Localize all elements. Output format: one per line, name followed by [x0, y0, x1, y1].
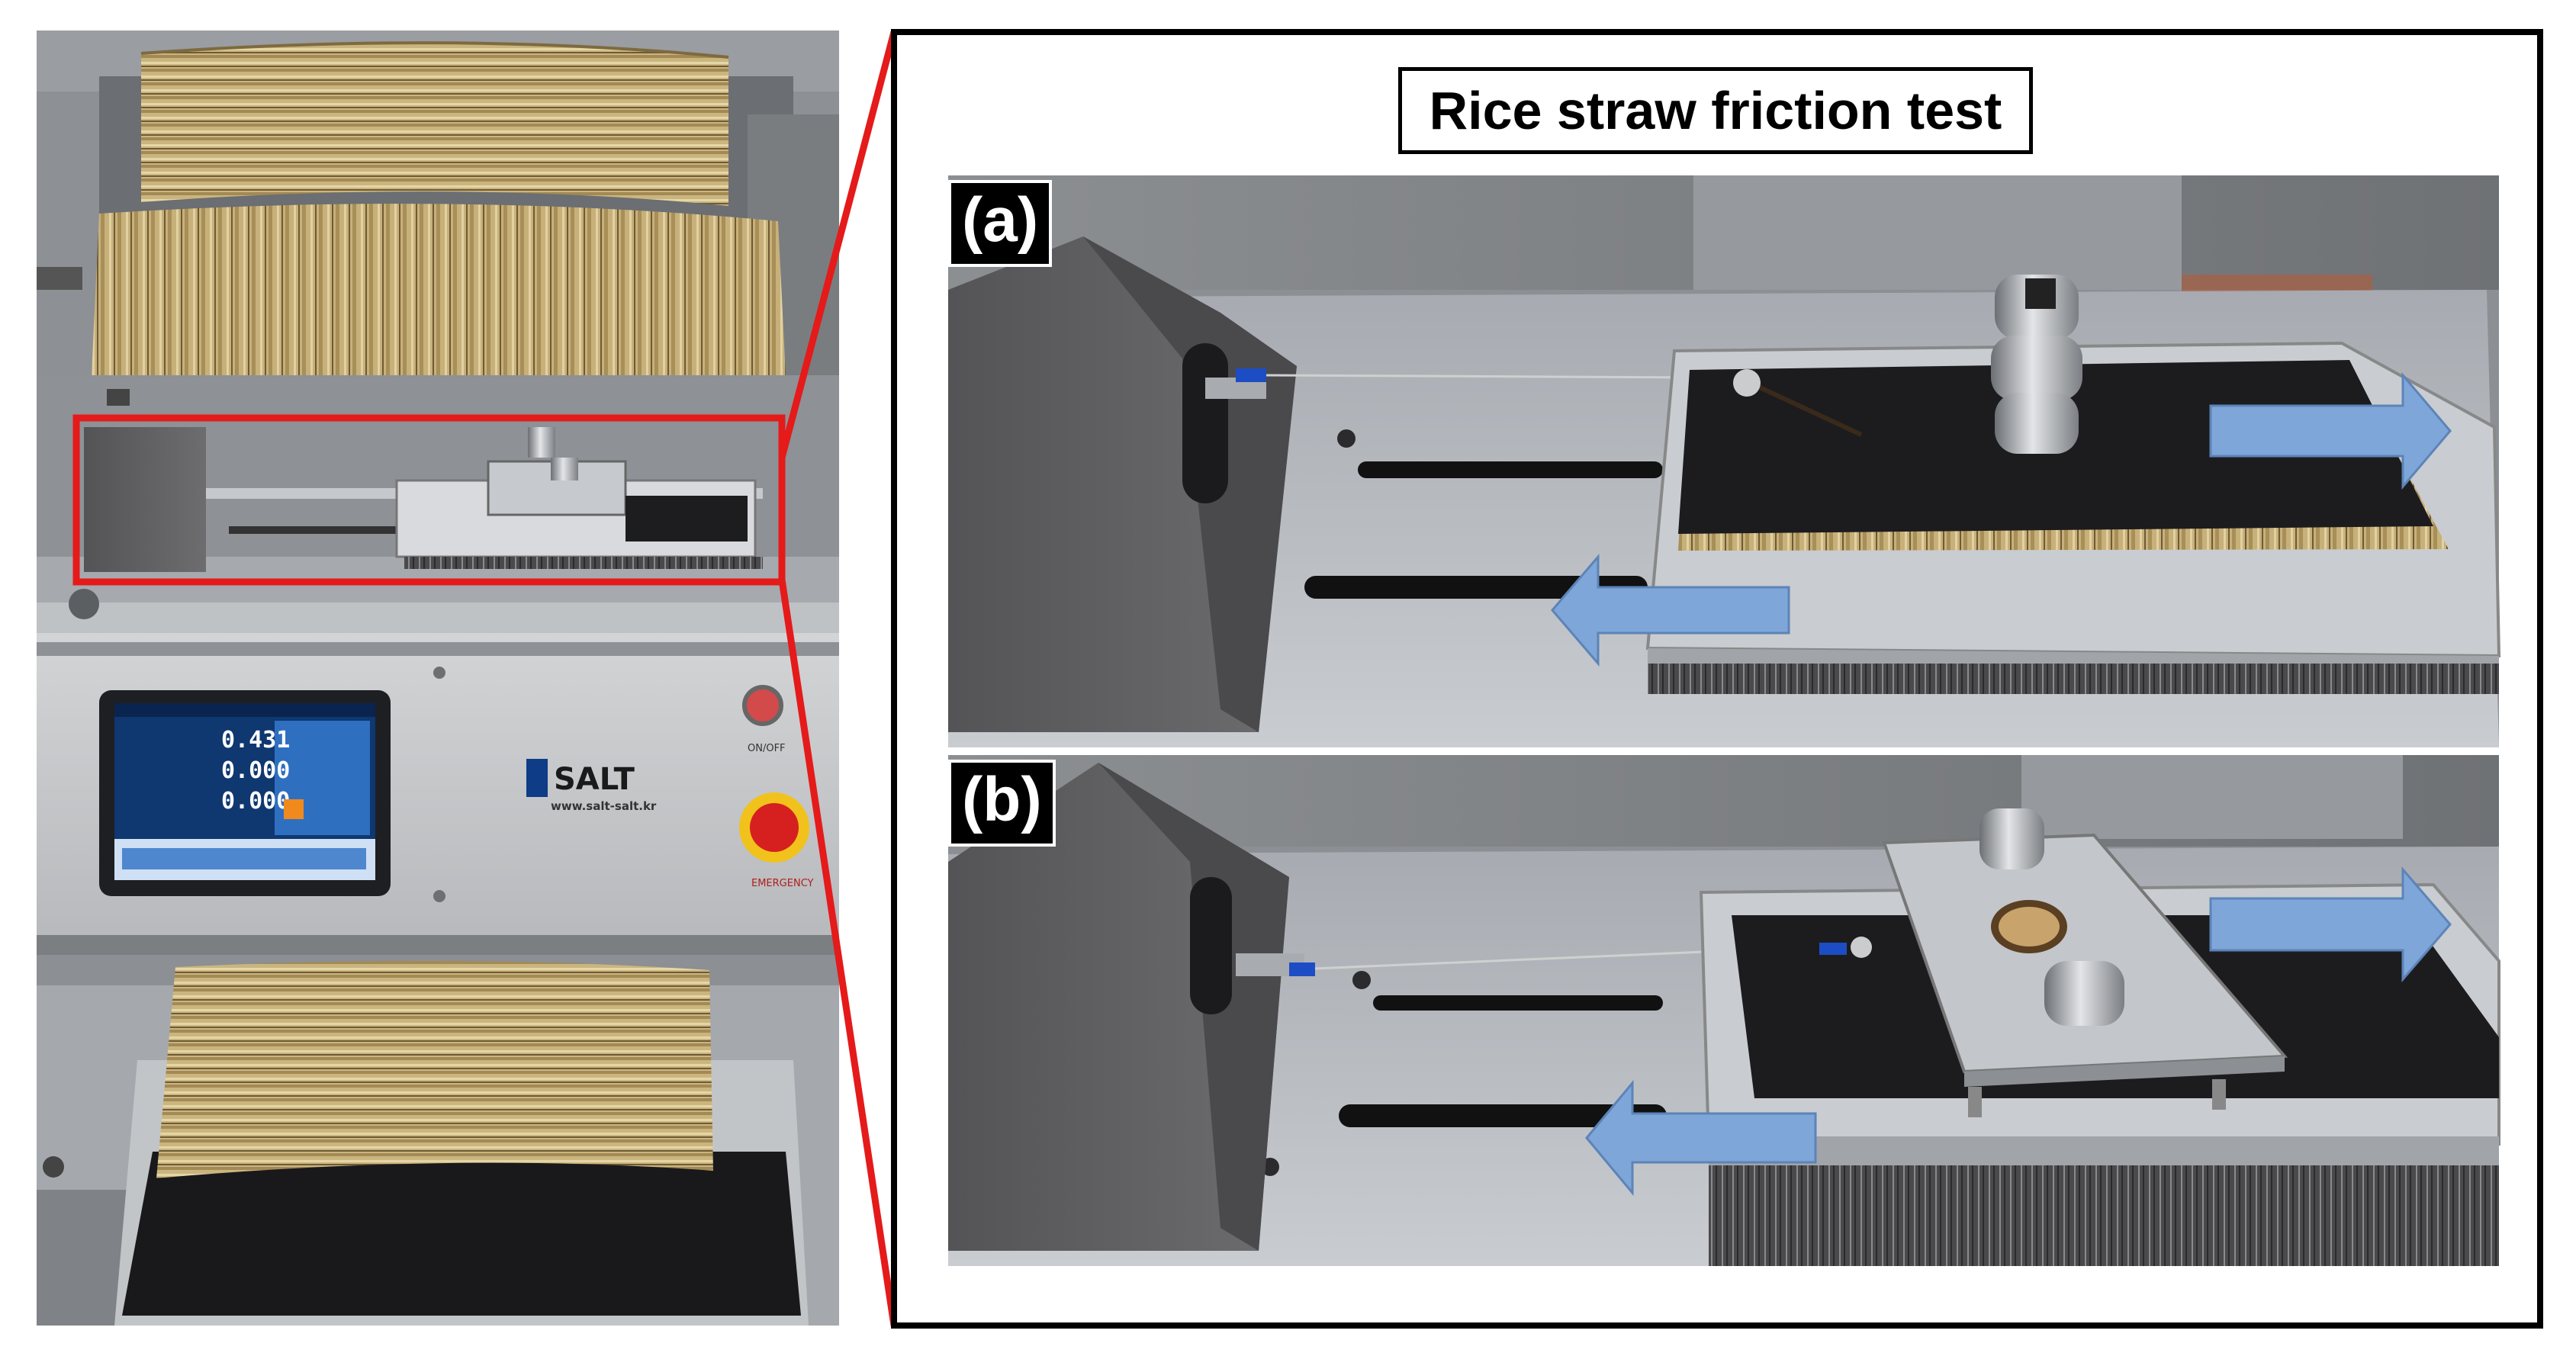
highlight-box	[72, 414, 786, 586]
zoom-line-top	[778, 31, 898, 459]
arrow-right-icon	[2209, 371, 2452, 490]
zoom-line-bottom	[778, 579, 898, 1326]
middle-photo-machine: 0.431 0.000 0.000 SALT www.salt-salt.kr …	[37, 375, 839, 955]
panel-b-photo	[948, 755, 2500, 1266]
panel-b-left-arrow	[1585, 1079, 1817, 1197]
power-button	[742, 685, 783, 726]
figure-title-box: Rice straw friction test	[1398, 67, 2033, 154]
bottom-photo-straw-on-pad	[37, 955, 839, 1326]
arrow-left-icon	[1585, 1079, 1817, 1197]
salt-logo-text: SALT	[554, 762, 635, 797]
display-reading-3: 0.000	[221, 788, 290, 815]
power-label: ON/OFF	[748, 743, 786, 754]
panel-a-right-arrow	[2209, 371, 2452, 490]
salt-website-text: www.salt-salt.kr	[551, 799, 657, 813]
figure-title: Rice straw friction test	[1429, 81, 2002, 140]
display-reading-1: 0.431	[221, 727, 290, 754]
salt-logo: SALT www.salt-salt.kr	[526, 759, 657, 813]
panel-a-photo	[948, 175, 2501, 747]
emergency-label: EMERGENCY	[751, 878, 814, 889]
left-photo-column: 0.431 0.000 0.000 SALT www.salt-salt.kr …	[37, 31, 839, 1326]
arrow-right-icon	[2209, 866, 2452, 983]
panel-label-a: (a)	[948, 180, 1053, 267]
panel-b-right-arrow	[2209, 866, 2452, 983]
panel-label-b: (b)	[948, 760, 1056, 847]
panel-a-left-arrow	[1551, 553, 1790, 667]
display-reading-2: 0.000	[221, 757, 290, 784]
arrow-left-icon	[1551, 553, 1790, 667]
top-photo-straw-bundle	[37, 31, 839, 375]
